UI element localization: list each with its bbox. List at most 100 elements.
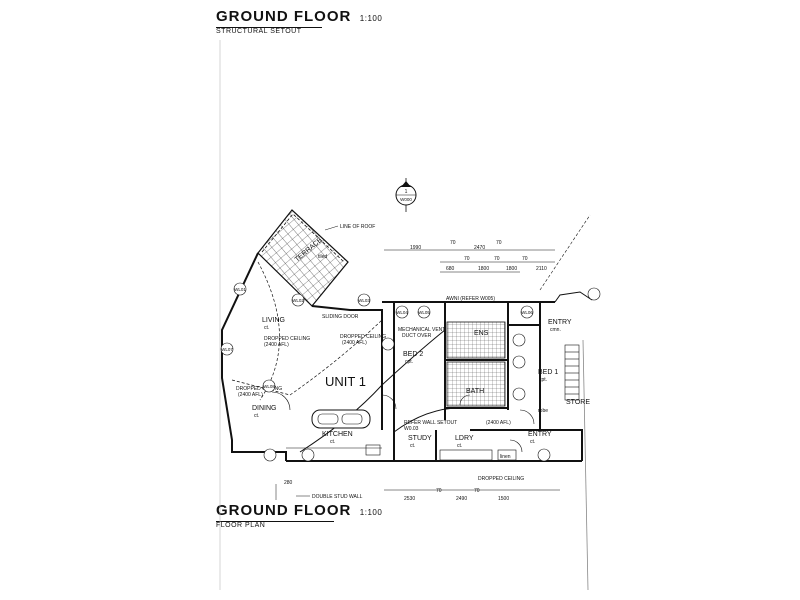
unit-walls <box>221 252 583 462</box>
laundry-label: LDRY <box>455 435 474 442</box>
dim-bottom-3: 2490 <box>456 496 467 502</box>
curved-wall-2 <box>393 407 471 433</box>
mech-vent-note: MECHANICAL VENT <box>398 327 445 333</box>
dropped-ceiling-2-height: (2400 AFL) <box>342 340 367 346</box>
north-arrow-icon <box>395 178 417 212</box>
bed1-sub-label: cpt. <box>539 377 547 383</box>
dim-bottom-1: 2530 <box>404 496 415 502</box>
study-sub-label: ct. <box>410 443 415 449</box>
refer-wall-note: REFER WALL SETOUT <box>404 420 457 426</box>
living-ceiling-height: (2400 AFL) <box>264 342 289 348</box>
bed2-sub-label: cpt. <box>405 359 413 365</box>
dim-bottom-2: 70 <box>436 488 442 494</box>
top-title: GROUND FLOOR <box>216 8 352 25</box>
living-sub-label: ct. <box>264 325 269 331</box>
right-edge-line <box>582 339 589 591</box>
dining-sub-label: ct. <box>254 413 259 419</box>
study-label: STUDY <box>408 435 432 442</box>
entry-label: ENTRY <box>528 431 552 438</box>
bed1-label: BED 1 <box>538 369 558 376</box>
curved-wall <box>299 329 446 453</box>
robe-label: robe <box>538 408 548 414</box>
wall-tag-3: WL03 <box>358 298 370 303</box>
dim-top-3: 2470 <box>474 245 485 251</box>
dim-top-1: 1990 <box>410 245 421 251</box>
wall-tag-5: WL05 <box>418 310 430 315</box>
double-stud-note: DOUBLE STUD WALL <box>312 494 363 500</box>
laundry-bench <box>439 449 493 461</box>
kitchen-sub-label: ct. <box>330 439 335 445</box>
top-title-rule <box>216 27 322 28</box>
laundry-sub-label: ct. <box>457 443 462 449</box>
dim-mid-3: 1800 <box>478 266 489 272</box>
linen-label: linen <box>500 454 511 460</box>
dim-mid-1: 680 <box>446 266 455 272</box>
bath-label: BATH <box>466 388 484 395</box>
top-title-subtitle: STRUCTURAL SETOUT <box>216 28 302 35</box>
kitchen-label: KITCHEN <box>322 431 353 438</box>
kitchen-island <box>311 409 371 429</box>
entry-sub-label: ct. <box>530 439 535 445</box>
dropped-ceiling-2-note: DROPPED CEILING <box>340 334 386 340</box>
wall-tag-6: WL06 <box>521 310 533 315</box>
dining-ceiling-height: (2400 AFL) <box>238 392 263 398</box>
dimension-lines <box>275 249 560 500</box>
fridge-space <box>365 444 381 456</box>
living-ceiling-note: DROPPED CEILING <box>264 336 310 342</box>
wall-tags <box>220 282 601 462</box>
wall-tag-7: WL07 <box>221 347 233 352</box>
store-label: STORE <box>566 399 590 406</box>
dining-ceiling-note: DROPPED CEILING <box>236 386 282 392</box>
door-swings <box>271 391 535 453</box>
terrace-sub-label: tiled <box>318 254 327 260</box>
roof-dash-line <box>539 214 591 291</box>
bottom-title-subtitle: FLOOR PLAN <box>216 522 266 529</box>
top-title-block: GROUND FLOOR 1:100 STRUCTURAL SETOUT <box>216 8 382 35</box>
dim-bottom-5: 1500 <box>498 496 509 502</box>
north-marker-number: 1 <box>405 189 408 195</box>
dim-left: 280 <box>284 480 293 486</box>
entry-porch-wall <box>554 291 593 303</box>
top-title-scale: 1:100 <box>359 14 383 23</box>
bathroom-floor <box>446 361 506 407</box>
dim-mid-6: 70 <box>522 256 528 262</box>
north-marker-sub: W000 <box>400 197 412 202</box>
linen-cupboard <box>497 449 517 461</box>
bottom-title-rule <box>216 521 334 522</box>
dim-mid-2: 70 <box>464 256 470 262</box>
dining-label: DINING <box>252 405 277 412</box>
unit-label: UNIT 1 <box>325 374 366 389</box>
entry-top-sub-label: cmn. <box>550 327 561 333</box>
dropped-ceiling-bottom-note: DROPPED CEILING <box>478 476 524 482</box>
lobby-ceiling-height: (2400 AFL) <box>486 420 511 426</box>
wall-tag-8: WL08 <box>263 384 275 389</box>
bed2-label: BED 2 <box>403 351 423 358</box>
awning-note: AWNI (REFER W005) <box>446 296 495 302</box>
terrace-area <box>257 209 349 307</box>
sliding-door-note: SLIDING DOOR <box>322 314 359 320</box>
dim-top-2: 70 <box>450 240 456 246</box>
dim-top-4: 70 <box>496 240 502 246</box>
dim-mid-7: 2110 <box>536 266 547 272</box>
bottom-title-scale: 1:100 <box>359 508 383 517</box>
stair <box>564 344 580 401</box>
wall-tag-4: WL04 <box>396 310 408 315</box>
line-of-roof-note: LINE OF ROOF <box>340 224 375 230</box>
ensuite-floor <box>446 321 506 359</box>
dim-mid-5: 1800 <box>506 266 517 272</box>
dim-bottom-4: 70 <box>474 488 480 494</box>
refer-wall-ref: W0.03 <box>404 426 419 432</box>
ens-label: ENS <box>474 330 489 337</box>
ceiling-lines <box>231 261 383 401</box>
bottom-title-block: GROUND FLOOR 1:100 FLOOR PLAN <box>216 502 382 529</box>
dim-mid-4: 70 <box>494 256 500 262</box>
wall-tag-1: WL01 <box>234 287 246 292</box>
roof-leader <box>324 225 339 231</box>
wall-tag-2: WL02 <box>292 298 304 303</box>
entry-top-label: ENTRY <box>548 319 572 326</box>
duct-over-note: DUCT OVER <box>402 333 432 339</box>
bottom-title: GROUND FLOOR <box>216 502 352 519</box>
living-label: LIVING <box>262 317 285 324</box>
